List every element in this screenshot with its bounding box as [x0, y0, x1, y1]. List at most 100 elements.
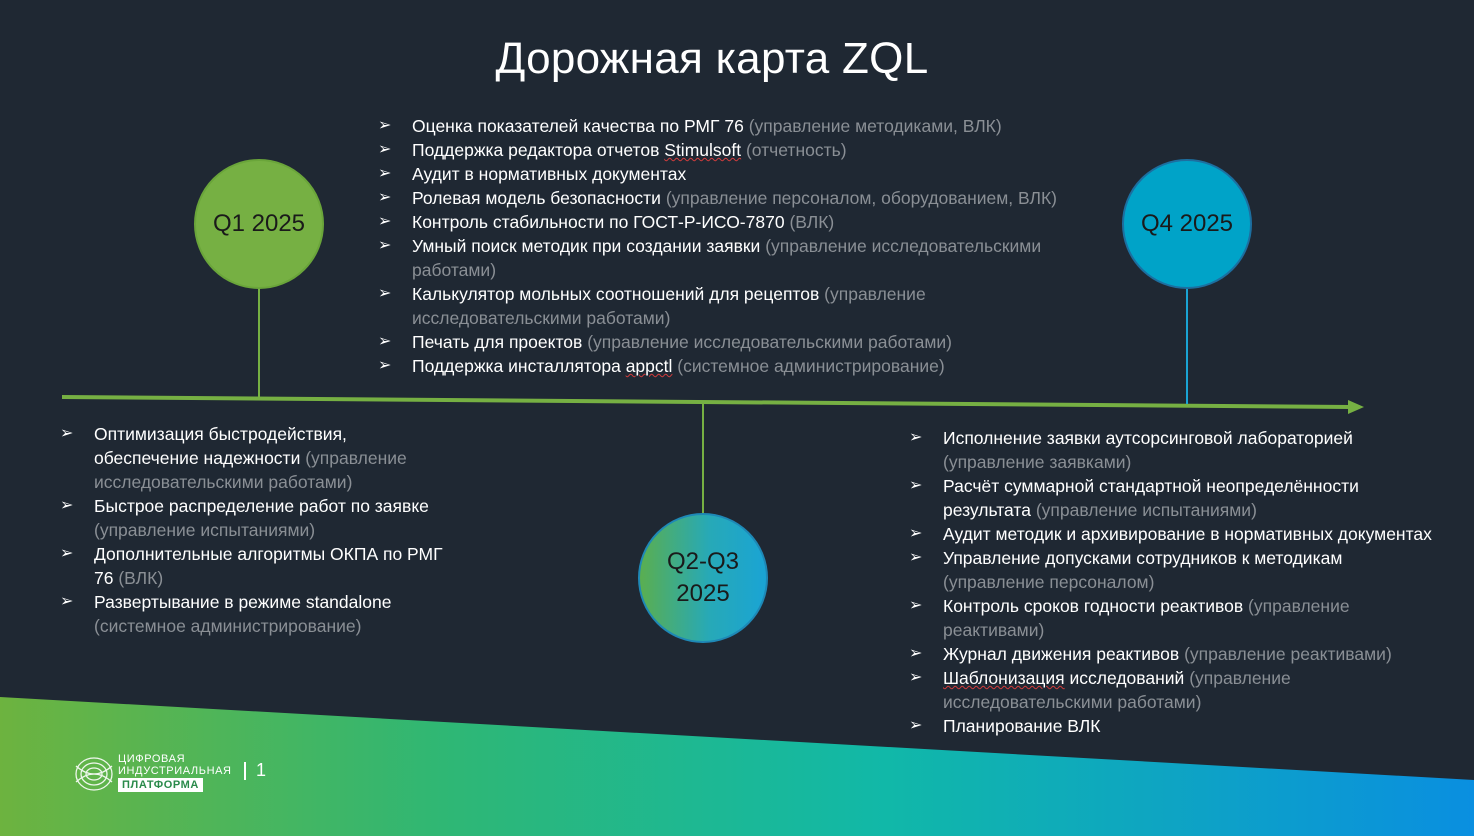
- arrow-bullet-icon: ➢: [378, 165, 392, 182]
- arrow-bullet-icon: ➢: [60, 593, 74, 610]
- list-item: ➢ Исполнение заявки аутсорсинговой лабора…: [909, 426, 1443, 474]
- item-note: (управление персоналом): [943, 572, 1155, 592]
- arrow-bullet-icon: ➢: [909, 717, 923, 734]
- arrow-bullet-icon: ➢: [378, 213, 392, 230]
- milestone-q2-q3: Q2-Q3 2025: [638, 513, 768, 643]
- arrow-bullet-icon: ➢: [909, 597, 923, 614]
- item-underlined-text: Stimulsoft: [664, 140, 742, 160]
- item-note: (ВЛК): [118, 568, 164, 588]
- list-item: ➢ Аудит методик и архивирование в нормати…: [909, 522, 1469, 546]
- arrow-bullet-icon: ➢: [909, 549, 923, 566]
- item-text: Развертывание в режиме standalone: [94, 592, 392, 612]
- logo-text-line2: ИНДУСТРИАЛЬНАЯ: [118, 765, 232, 777]
- item-note: (управление исследовательскими работами): [587, 332, 952, 352]
- item-text: Ролевая модель безопасности: [412, 188, 661, 208]
- item-text: Поддержка инсталлятора: [412, 356, 626, 376]
- item-text: Контроль стабильности по ГОСТ-Р-ИСО-7870: [412, 212, 785, 232]
- arrow-bullet-icon: ➢: [909, 525, 923, 542]
- item-text: Быстрое распределение работ по заявке: [94, 496, 429, 516]
- list-item: ➢ Оптимизация быстродействия, обеспечение…: [60, 422, 424, 494]
- arrow-bullet-icon: ➢: [60, 497, 74, 514]
- item-text: Умный поиск методик при создании заявки: [412, 236, 761, 256]
- arrow-bullet-icon: ➢: [909, 429, 923, 446]
- arrow-bullet-icon: ➢: [378, 237, 392, 254]
- list-item: ➢ Умный поиск методик при создании заявки…: [378, 234, 1092, 282]
- item-text: Планирование ВЛК: [943, 716, 1101, 736]
- list-item: ➢ Печать для проектов (управление исследо…: [378, 330, 1098, 354]
- timeline-axis: [61, 395, 1351, 409]
- q4-feature-list: ➢ Исполнение заявки аутсорсинговой лабора…: [909, 426, 1469, 738]
- list-item: ➢ Шаблонизация исследований (управление и…: [909, 666, 1443, 714]
- logo-text-line1: ЦИФРОВАЯ: [118, 753, 186, 765]
- list-item: ➢ Ролевая модель безопасности (управление…: [378, 186, 1098, 210]
- item-text: Дополнительные алгоритмы ОКПА по РМГ 76: [94, 544, 443, 588]
- list-item: ➢ Контроль сроков годности реактивов (упр…: [909, 594, 1443, 642]
- arrow-bullet-icon: ➢: [909, 669, 923, 686]
- item-note: (управление исследовательскими работами): [943, 668, 1291, 712]
- arrow-bullet-icon: ➢: [378, 141, 392, 158]
- item-text: Печать для проектов: [412, 332, 583, 352]
- item-note: (системное администрирование): [94, 616, 362, 636]
- item-text: Оптимизация быстродействия, обеспечение …: [94, 424, 347, 468]
- list-item: ➢ Аудит в нормативных документах: [378, 162, 1098, 186]
- item-note: (управление реактивами): [943, 596, 1350, 640]
- list-item: ➢ Быстрое распределение работ по заявке (…: [60, 494, 460, 542]
- item-note: (управление методиками, ВЛК): [748, 116, 1002, 136]
- arrow-bullet-icon: ➢: [378, 357, 392, 374]
- milestone-q2-q3-label: Q2-Q3 2025: [666, 548, 740, 607]
- item-note: (управление исследовательскими работами): [412, 236, 1042, 280]
- list-item: ➢ Поддержка инсталлятора appctl (системно…: [378, 354, 1098, 378]
- list-item: ➢ Развертывание в режиме standalone (сист…: [60, 590, 460, 638]
- item-text: Исполнение заявки аутсорсинговой лаборат…: [943, 428, 1353, 448]
- item-text: Поддержка редактора отчетов: [412, 140, 665, 160]
- page-number: 1: [256, 760, 267, 780]
- arrow-bullet-icon: ➢: [378, 117, 392, 134]
- page-number-separator: [244, 762, 246, 780]
- item-text: Управление допусками сотрудников к метод…: [943, 548, 1343, 568]
- arrow-bullet-icon: ➢: [378, 333, 392, 350]
- item-note: (управление исследовательскими работами): [94, 448, 407, 492]
- item-underlined-text: Шаблонизация: [943, 668, 1065, 688]
- milestone-q4: Q4 2025: [1122, 159, 1252, 289]
- item-text: Аудит в нормативных документах: [412, 164, 687, 184]
- item-note: (системное администрирование): [677, 356, 945, 376]
- arrow-bullet-icon: ➢: [909, 477, 923, 494]
- list-item: ➢ Оценка показателей качества по РМГ 76 (…: [378, 114, 1098, 138]
- list-item: ➢ Калькулятор мольных соотношений для рец…: [378, 282, 1002, 330]
- item-note: (управление персоналом, оборудованием, В…: [665, 188, 1057, 208]
- item-text: исследований: [1064, 668, 1185, 688]
- item-text: Контроль сроков годности реактивов: [943, 596, 1244, 616]
- item-text: Расчёт суммарной стандартной неопределён…: [943, 476, 1359, 520]
- milestone-q1: Q1 2025: [194, 159, 324, 289]
- list-item: ➢ Журнал движения реактивов (управление р…: [909, 642, 1469, 666]
- list-item: ➢ Контроль стабильности по ГОСТ-Р-ИСО-787…: [378, 210, 1098, 234]
- item-text: Калькулятор мольных соотношений для реце…: [412, 284, 820, 304]
- list-item: ➢ Дополнительные алгоритмы ОКПА по РМГ 76…: [60, 542, 460, 590]
- list-item: ➢ Планирование ВЛК: [909, 714, 1469, 738]
- item-text: Журнал движения реактивов: [943, 644, 1180, 664]
- arrow-bullet-icon: ➢: [378, 285, 392, 302]
- arrow-bullet-icon: ➢: [60, 425, 74, 442]
- top-feature-list: ➢ Оценка показателей качества по РМГ 76 (…: [378, 114, 1098, 378]
- timeline-arrowhead: [1348, 400, 1364, 414]
- arrow-bullet-icon: ➢: [909, 645, 923, 662]
- item-note: (управление исследовательскими работами): [412, 284, 926, 328]
- q1-feature-list: ➢ Оптимизация быстродействия, обеспечение…: [60, 422, 460, 638]
- page-title: Дорожная карта ZQL: [495, 34, 929, 83]
- item-note: (управление заявками): [943, 452, 1132, 472]
- logo-badge: ПЛАТФОРМА: [118, 778, 203, 792]
- item-note: (управление испытаниями): [1035, 500, 1257, 520]
- item-text: Оценка показателей качества по РМГ 76: [412, 116, 744, 136]
- list-item: ➢ Управление допусками сотрудников к мето…: [909, 546, 1443, 594]
- item-note: (ВЛК): [789, 212, 835, 232]
- item-note: (управление испытаниями): [94, 520, 316, 540]
- item-note: (управление реактивами): [1184, 644, 1392, 664]
- platform-logo-icon: [75, 757, 113, 791]
- arrow-bullet-icon: ➢: [60, 545, 74, 562]
- item-underlined-text: appctl: [625, 356, 673, 376]
- item-text: Аудит методик и архивирование в норматив…: [943, 524, 1432, 544]
- list-item: ➢Поддержка редактора отчетов Stimulsoft …: [378, 138, 1098, 162]
- arrow-bullet-icon: ➢: [378, 189, 392, 206]
